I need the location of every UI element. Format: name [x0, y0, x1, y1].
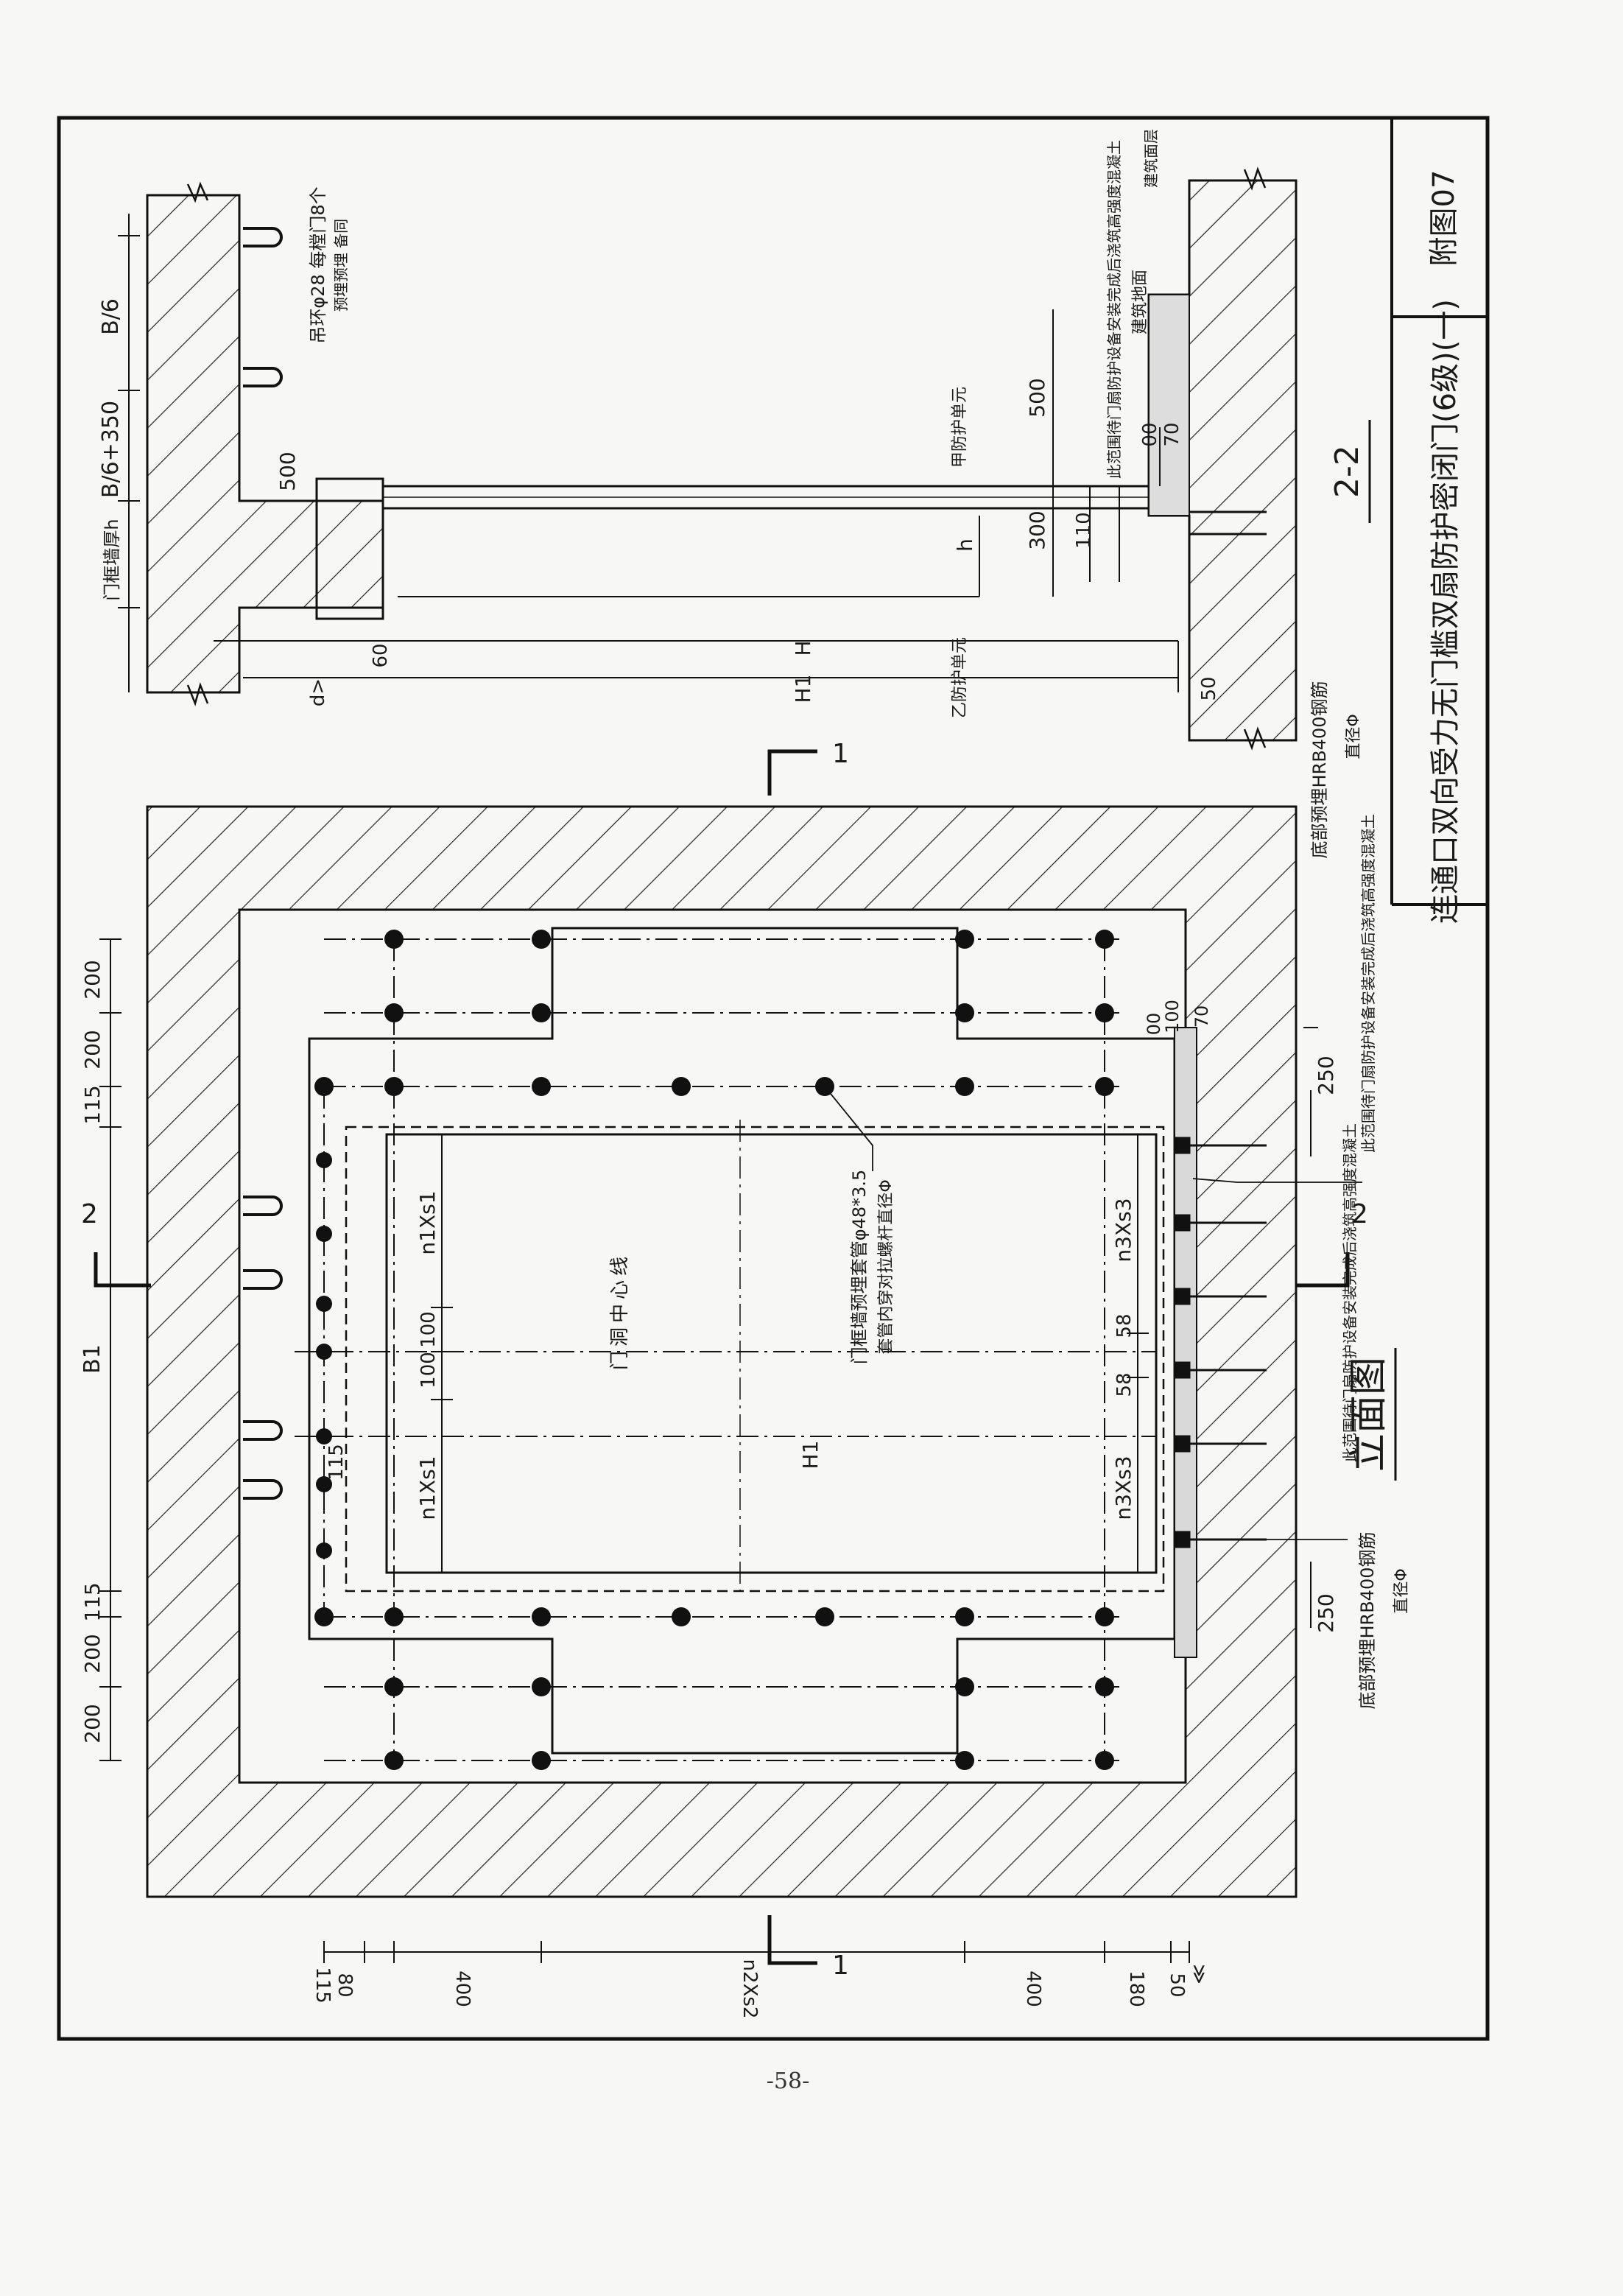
dim-300: 300	[1025, 510, 1049, 550]
sleeve-bolts	[314, 930, 1114, 1770]
section-view-2-2: B/6 B/6+350 500 门框墙厚h h 300 110 500 00 7…	[98, 129, 1371, 859]
bottom-dim-chain	[323, 1941, 1190, 1963]
note-backfill-side: 此范围待门扇防护设备安装完成后浇筑高强度混凝土	[1341, 1123, 1359, 1462]
dim-n3xs3-a: n3Xs3	[1111, 1198, 1136, 1262]
dim-wall-thickness: 门框墙厚h	[102, 519, 122, 600]
dim-left-200a: 200	[80, 960, 105, 999]
dim-b6-350: B/6+350	[98, 401, 124, 498]
section-dim-lines	[118, 214, 1179, 692]
door-opening	[385, 1133, 1158, 1574]
dim-n1xs1-b: n1Xs1	[415, 1456, 440, 1520]
dim-58-a: 58	[1113, 1313, 1136, 1338]
break-mark	[1243, 166, 1267, 191]
dim-left-200b: 200	[80, 1030, 105, 1069]
dim-left-115b: 115	[80, 1582, 105, 1621]
dim-left-200d: 200	[80, 1704, 105, 1743]
door-opening-dashed	[345, 1126, 1165, 1593]
sleeve-gridlines	[295, 938, 1156, 1761]
dim-H: H	[791, 640, 815, 656]
dim-100-inner: 100	[1162, 1000, 1183, 1033]
section-title: 2-2	[1328, 445, 1366, 498]
dim-500-right: 500	[1025, 378, 1049, 417]
cut-mark-2	[94, 1252, 1350, 1288]
cut-label-2-right: 2	[1351, 1199, 1368, 1229]
cut-label-1-top: 1	[832, 739, 849, 769]
leader-backfill	[1192, 1178, 1362, 1183]
dim-bottom-n2xs2: n2Xs2	[739, 1959, 761, 2019]
floor-concrete-strip	[1174, 1027, 1197, 1658]
dim-bottom-400a: 400	[451, 1970, 473, 2007]
break-mark	[186, 181, 209, 203]
dim-60: 60	[370, 643, 392, 667]
break-mark	[186, 682, 209, 706]
dim-bottom-180: 180	[1125, 1970, 1147, 2007]
dim-n3xs3-b: n3Xs3	[1111, 1456, 1136, 1520]
break-mark	[1243, 726, 1267, 751]
dim-58-b: 58	[1113, 1372, 1136, 1397]
dim-70-inner: 70	[1191, 1005, 1212, 1028]
finish-floor-strip	[1148, 294, 1190, 516]
elevation-view: 1 1 2 2 200 200 115 B1 115 200 200	[80, 739, 1411, 2018]
dim-d: d>	[307, 678, 329, 706]
dim-500-left: 500	[275, 452, 300, 491]
dim-h: h	[953, 538, 977, 552]
door-frame-section	[315, 477, 384, 620]
elevation-opening-bg	[239, 910, 1186, 1783]
note-rebar-elev: 底部预埋HRB400钢筋	[1357, 1532, 1378, 1710]
dim-left-B1: B1	[80, 1344, 105, 1374]
note-finish-label: 建筑面层	[1142, 129, 1160, 188]
elevation-title: 立面图	[1347, 1357, 1391, 1472]
leader-sleeve	[824, 1086, 873, 1171]
note-backfill: 此范围待门扇防护设备安装完成后浇筑高强度混凝土	[1105, 140, 1123, 479]
dim-H1-inner: H1	[798, 1441, 823, 1470]
cut-label-1-bottom: 1	[832, 1951, 849, 1981]
dim-250-a: 250	[1314, 1056, 1338, 1095]
cut-label-2-left: 2	[81, 1199, 98, 1229]
sheet-id: 附图07	[1427, 170, 1461, 267]
note-sleeve: 门框墙预埋套管φ48*3.5	[849, 1170, 870, 1365]
drawing-frame	[57, 116, 1490, 2041]
note-door-center: 门洞中心线	[609, 1252, 631, 1370]
note-backfill-top: 此范围待门扇防护设备安装完成后浇筑高强度混凝土	[1359, 814, 1377, 1153]
dim-115-inner: 115	[325, 1444, 348, 1481]
dim-left-115a: 115	[80, 1085, 105, 1124]
left-dim-chain	[99, 938, 122, 1761]
dim-bottom-400b: 400	[1022, 1970, 1044, 2007]
note-rebar: 底部预埋HRB400钢筋	[1309, 681, 1330, 859]
note-finish-floor: 建筑地面	[1131, 270, 1150, 334]
lifting-hook-icon	[243, 1196, 283, 1500]
dim-bottom-50: 50	[1166, 1973, 1188, 1997]
dim-bottom-115: 115	[311, 1967, 334, 2004]
section-rebars	[1188, 510, 1267, 536]
dim-100-a: 100	[418, 1311, 440, 1348]
note-rebar-elev-sub: 直径Φ	[1393, 1568, 1411, 1613]
dim-100-b: 100	[418, 1352, 440, 1389]
dim-b6: B/6	[98, 298, 124, 335]
note-hook: 吊环φ28 每樘门8个	[308, 186, 328, 343]
dim-left-200c: 200	[80, 1634, 105, 1673]
drawing-title: 连通口双向受力无门槛双扇防护密闭门(6级)(一)	[1429, 299, 1462, 924]
dim-00: 00	[1139, 422, 1161, 446]
note-rebar-sub: 直径Φ	[1345, 714, 1363, 759]
dim-50: 50	[1198, 676, 1220, 701]
dim-n1xs1-a: n1Xs1	[415, 1190, 440, 1254]
note-sleeve-sub: 套管内穿对拉螺杆直径Φ	[877, 1179, 895, 1354]
lifting-hook-icon	[243, 227, 283, 387]
cut-mark-1	[767, 749, 817, 1965]
dim-H1: H1	[791, 675, 815, 703]
note-unit-a: 甲防护单元	[951, 387, 969, 468]
dim-250-b: 250	[1314, 1593, 1338, 1632]
floor-rebars	[1173, 1137, 1267, 1548]
dim-110: 110	[1073, 512, 1095, 549]
note-unit-b: 乙防护单元	[951, 637, 969, 718]
dim-bottom-80: 80	[334, 1973, 356, 1997]
dim-00-inner: 00	[1144, 1013, 1164, 1036]
dim-70: 70	[1161, 422, 1183, 446]
page-number: -58-	[766, 2068, 810, 2094]
inner-dim-lines	[431, 1027, 1318, 1628]
note-hook-sub: 预埋预埋 备同	[332, 219, 350, 312]
dim-bottom-end: ≫	[1188, 1964, 1210, 1984]
